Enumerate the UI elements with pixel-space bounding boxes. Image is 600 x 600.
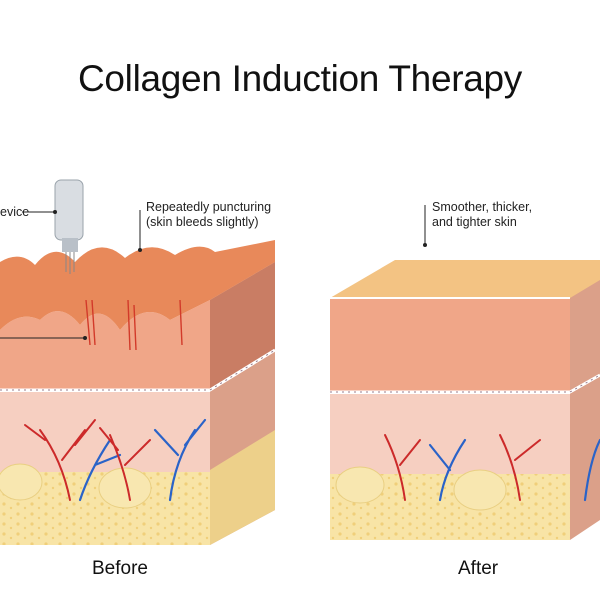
diagram-title: Collagen Induction Therapy — [77, 58, 523, 99]
after-label: Smoother, thicker, and tighter skin — [432, 200, 532, 230]
after-skin-block — [330, 205, 600, 540]
after-smooth-surface — [330, 260, 600, 298]
after-epidermis — [330, 298, 570, 392]
before-epidermis — [0, 300, 210, 390]
before-wrinkled-surface — [0, 240, 275, 330]
microneedling-device — [54, 179, 84, 274]
before-puncture-marks — [85, 299, 183, 351]
before-skin-block — [0, 179, 276, 545]
after-caption: After — [458, 558, 499, 579]
after-dermis — [330, 394, 570, 474]
device-label: evice — [0, 205, 30, 219]
after-blood-vessels — [384, 434, 600, 502]
puncture-label: Repeatedly puncturing (skin bleeds sligh… — [146, 200, 271, 230]
after-label-line2: and tighter skin — [432, 215, 517, 229]
after-label-line1: Smoother, thicker, — [432, 200, 533, 214]
puncture-label-line1: Repeatedly puncturing — [146, 200, 272, 214]
before-blood-vessels — [24, 418, 207, 502]
before-caption: Before — [92, 558, 148, 579]
puncture-label-line2: (skin bleeds slightly) — [146, 215, 259, 229]
